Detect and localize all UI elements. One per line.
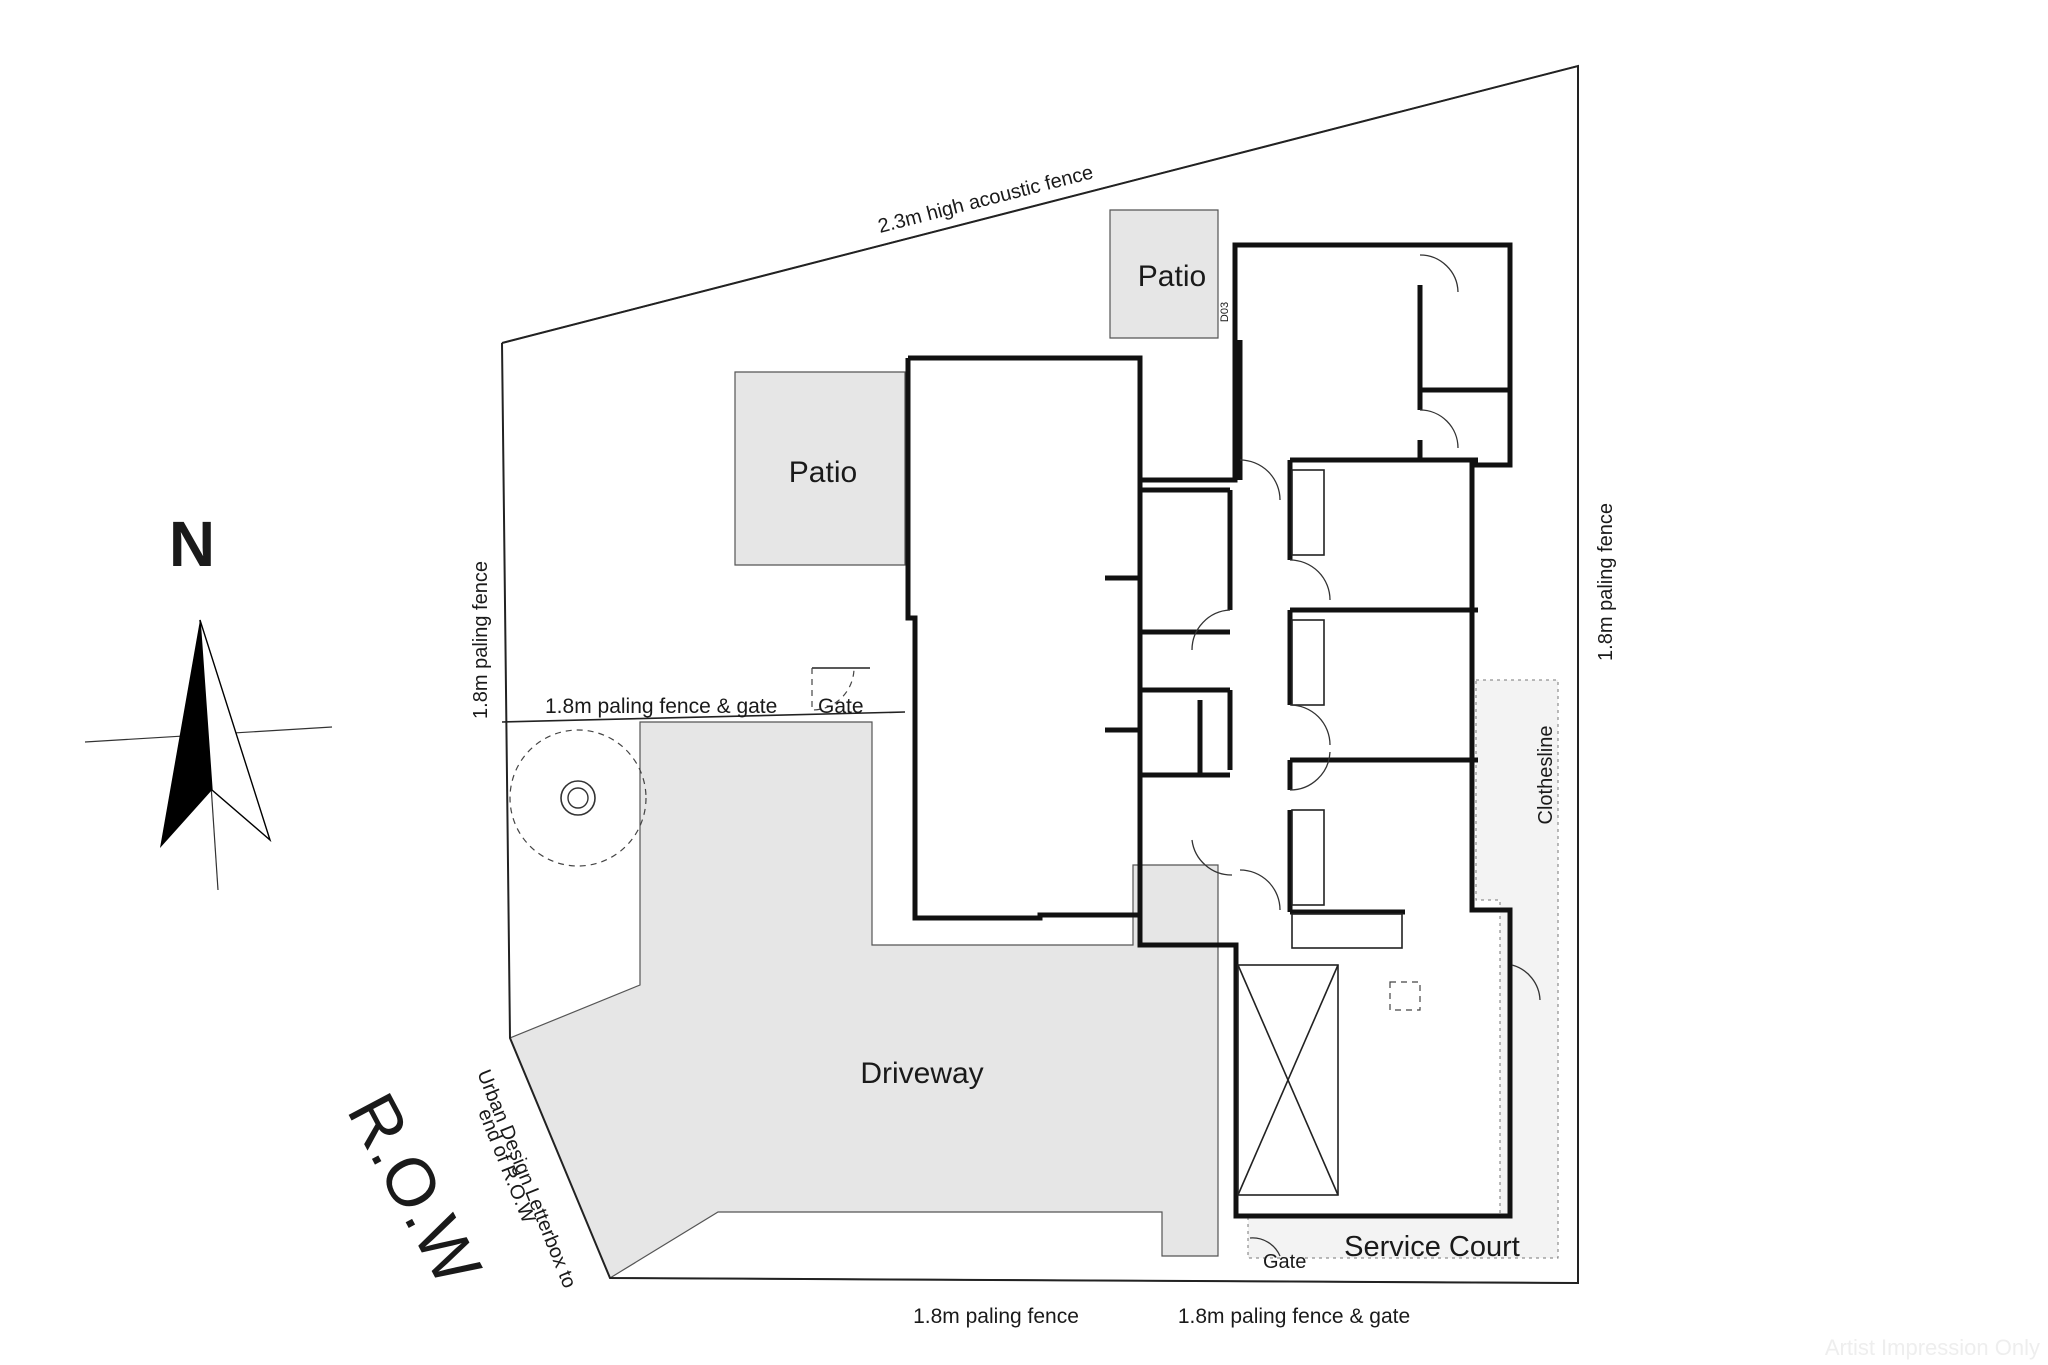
acoustic-fence-line: [501, 65, 1579, 344]
north-label: N: [169, 508, 215, 580]
door-swing-icon: [811, 667, 855, 711]
driveway-label: Driveway: [860, 1057, 983, 1090]
patio-left-label: Patio: [789, 456, 857, 489]
garage: [1237, 964, 1421, 1196]
paling-fence-bottom-label: 1.8m paling fence: [913, 1305, 1079, 1328]
house-walls: [905, 242, 1513, 1219]
bottom-fence-line: [609, 1277, 1579, 1284]
service-court-label: Service Court: [1344, 1231, 1520, 1263]
row-label: R.O.W: [333, 1081, 496, 1297]
north-arrow-icon: [84, 619, 333, 891]
mid-fence-line: [501, 711, 906, 723]
gravel-strip: [1247, 679, 1559, 1259]
door-tag-label: D03: [1219, 302, 1231, 322]
gate-bottom-label: Gate: [1263, 1251, 1306, 1273]
paling-fence-gate-bottom-label: 1.8m paling fence & gate: [1178, 1305, 1410, 1328]
paling-fence-left-label: 1.8m paling fence: [470, 561, 492, 719]
door-swings: [1191, 254, 1541, 1257]
paling-fence-right-label: 1.8m paling fence: [1595, 503, 1617, 661]
tree-icon: [509, 729, 647, 867]
clothesline-label: Clothesline: [1535, 726, 1557, 825]
watermark-label: Artist Impression Only: [1825, 1335, 2040, 1360]
patio-top-area: [1109, 209, 1219, 339]
paling-fence-gate-mid-label: 1.8m paling fence & gate: [545, 695, 777, 718]
gate-left-label: Gate: [818, 695, 864, 718]
driveway-area: [509, 721, 1219, 1279]
patio-top-label: Patio: [1138, 260, 1206, 293]
patio-left-area: [734, 371, 906, 566]
